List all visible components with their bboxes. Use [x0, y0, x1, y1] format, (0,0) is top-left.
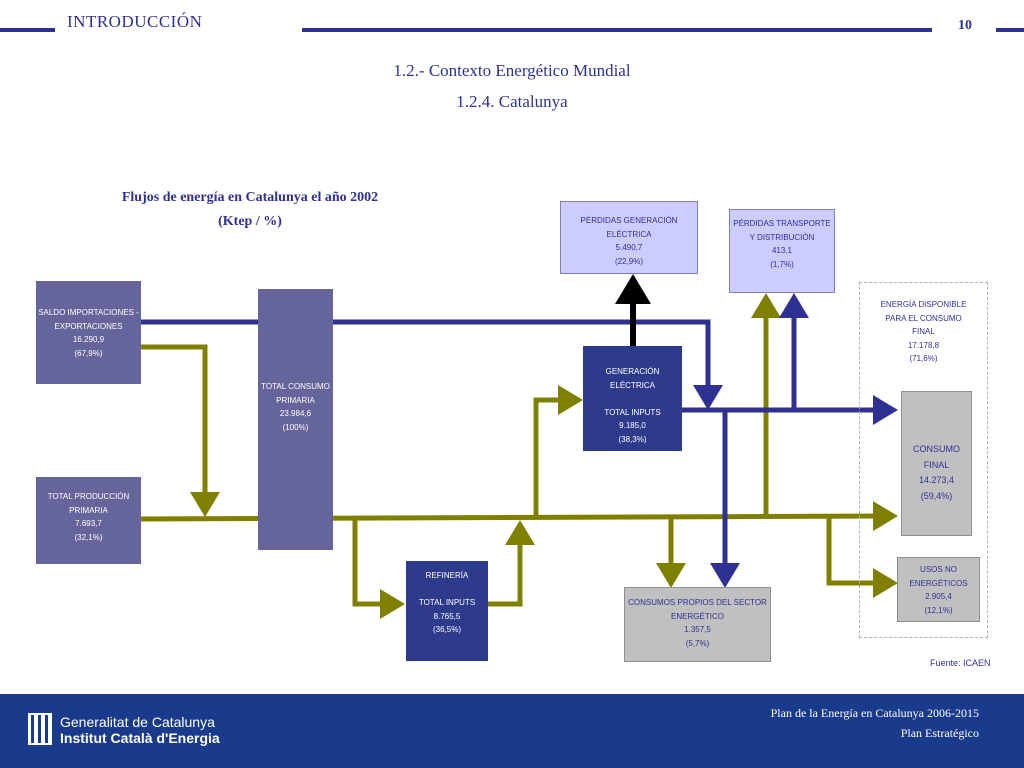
plan-title: Plan de la Energía en Catalunya 2006-201…: [770, 706, 979, 720]
diagram-title: Flujos de energía en Catalunya el año 20…: [121, 190, 379, 205]
header-line-left: [0, 28, 55, 32]
subtitle-2: 1.2.4. Catalunya: [456, 92, 568, 111]
section-title: INTRODUCCIÓN: [67, 12, 203, 31]
node-usos-no-energeticos: USOS NO ENERGÉTICOS 2.905,4 (12,1%): [897, 557, 980, 622]
header-line-right: [302, 28, 932, 32]
node-perdidas-generacion: PÉRDIDAS GENERACIÓN ELÉCTRICA 5.490,7 (2…: [560, 201, 698, 274]
node-consumo-final: CONSUMO FINAL 14.273,4 (59,4%): [901, 391, 972, 536]
subtitle-1: 1.2.- Contexto Energético Mundial: [393, 61, 631, 80]
plan-subtitle: Plan Estratégico: [900, 726, 979, 740]
flow-main-olive: [139, 501, 898, 532]
node-perdidas-transporte: PÉRDIDAS TRANSPORTE Y DISTRIBUCIÓN 413,1…: [729, 209, 835, 293]
node-refineria: REFINERÍA TOTAL INPUTS 8.765,5 (36,5%): [406, 561, 488, 661]
flow-to-usos-no: [826, 517, 898, 598]
header-line-far-right: [996, 28, 1024, 32]
page-number: 10: [958, 18, 972, 33]
flow-to-generacion: [533, 385, 583, 517]
org-name-2: Institut Català d'Energia: [60, 730, 220, 746]
diagram-units: (Ktep / %): [218, 214, 282, 229]
generalitat-logo-icon: [28, 713, 52, 745]
node-energia-disponible: ENERGÍA DISPONIBLE PARA EL CONSUMO FINAL…: [859, 282, 988, 638]
source-note: Fuente: ICAEN: [930, 658, 991, 668]
flow-to-refineria: [352, 519, 405, 619]
node-total-produccion: TOTAL PRODUCCIÓN PRIMARIA 7.693,7 (32,1%…: [36, 477, 141, 564]
footer-bar: Generalitat de Catalunya Institut Català…: [0, 694, 1024, 768]
org-name-1: Generalitat de Catalunya: [60, 714, 215, 730]
flow-refineria-out: [488, 520, 535, 607]
node-total-consumo-primaria: TOTAL CONSUMO PRIMARIA 23.984,6 (100%): [258, 289, 333, 550]
node-generacion-electrica: GENERACIÓN ELÉCTRICA TOTAL INPUTS 9.185,…: [583, 346, 682, 451]
node-saldo-importaciones: SALDO IMPORTACIONES - EXPORTACIONES 16.2…: [36, 281, 141, 384]
flow-imports-olive: [140, 344, 220, 517]
node-consumos-propios: CONSUMOS PROPIOS DEL SECTOR ENERGÉTICO 1…: [624, 587, 771, 662]
